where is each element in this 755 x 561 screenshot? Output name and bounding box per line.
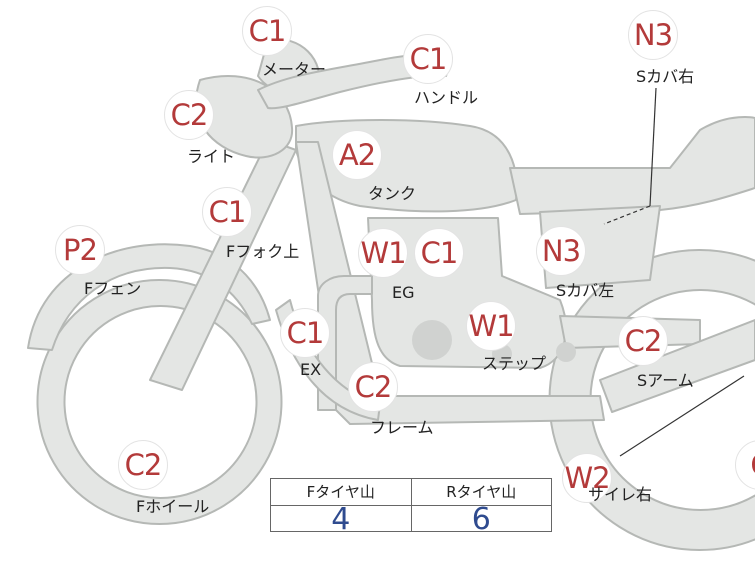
rear-tire-value: 6 (410, 505, 552, 535)
part-label-front-fender: Fフェン (84, 279, 142, 298)
grade-badge-side-cover-right: N3 (628, 10, 678, 60)
front-tire-header: Fタイヤ山 (271, 479, 411, 506)
front-tire-value: 4 (331, 502, 351, 537)
part-label-exhaust: EX (300, 360, 322, 379)
grade-badge-swing-arm: C2 (618, 316, 668, 366)
part-label-front-wheel: Fホイール (136, 497, 210, 516)
silencer-shape (599, 319, 755, 413)
grade-badge-tank: A2 (332, 130, 382, 180)
part-label-swing-arm: Sアーム (637, 371, 694, 390)
grade-badge-engine-c1: C1 (414, 228, 464, 278)
part-label-light: ライト (187, 147, 236, 166)
part-label-handle: ハンドル (414, 88, 479, 107)
rear-tire-header: Rタイヤ山 (410, 479, 551, 506)
part-label-meter: メーター (262, 60, 327, 79)
grade-badge-fork-upper: C1 (202, 187, 252, 237)
seat-shape (509, 116, 755, 215)
grade-badge-meter: C1 (242, 6, 292, 56)
frame-shape (295, 141, 605, 425)
grade-badge-handle: C1 (403, 34, 453, 84)
part-label-fork-upper: Fフォク上 (226, 242, 300, 261)
part-label-tank: タンク (368, 184, 417, 203)
grade-badge-exhaust: C1 (280, 308, 330, 358)
grade-badge-front-wheel: C2 (118, 440, 168, 490)
grade-badge-front-fender: P2 (55, 225, 105, 275)
grade-badge-silencer-right: W2 (562, 453, 612, 503)
part-label-step: ステップ (482, 354, 547, 373)
tire-table-header-row: Fタイヤ山 Rタイヤ山 (271, 479, 551, 506)
grade-badge-side-cover-left: N3 (536, 226, 586, 276)
part-label-silencer-right: サイレ右 (588, 485, 653, 504)
grade-badge-engine-w1: W1 (358, 228, 408, 278)
grade-badge-light: C2 (164, 90, 214, 140)
part-label-engine: EG (392, 283, 415, 302)
front-wheel-ring (36, 279, 283, 525)
grade-badge-frame: C2 (348, 362, 398, 412)
grade-badge-step: W1 (466, 301, 516, 351)
tire-table-value-row: 4 6 (271, 502, 552, 537)
tire-tread-table: Fタイヤ山 Rタイヤ山 4 6 (270, 478, 552, 537)
part-label-side-cover-left: Sカバ左 (556, 281, 615, 300)
part-label-frame: フレーム (370, 418, 434, 437)
part-label-side-cover-right: Sカバ右 (636, 67, 695, 86)
